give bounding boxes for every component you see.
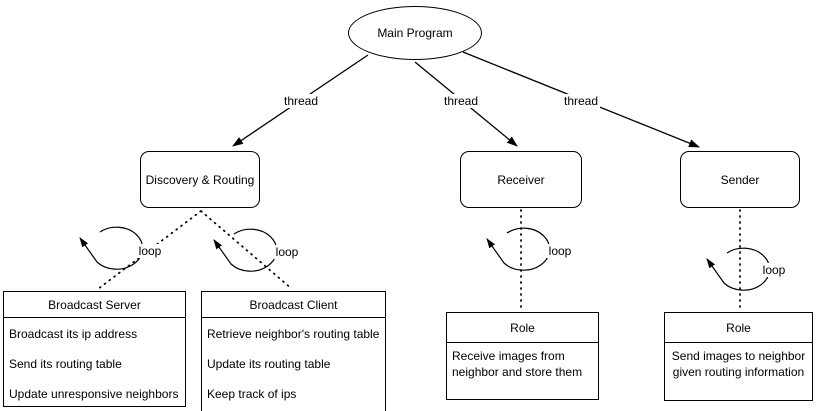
table-sender-role-body: Send images to neighbor given routing in…: [671, 349, 806, 379]
table-broadcast-server: Broadcast Server Broadcast its ip addres…: [3, 291, 186, 407]
edge-label-loop-3: loop: [546, 244, 574, 258]
table-receiver-role-body: Receive images from neighbor and store t…: [452, 349, 583, 379]
table-broadcast-client-items: Retrieve neighbor's routing table Update…: [202, 318, 385, 409]
table-item: Broadcast its ip address: [9, 327, 138, 341]
edge-label-loop-4: loop: [760, 263, 788, 277]
node-sender-label: Sender: [720, 172, 760, 187]
dotted-edge-broadcast-server: [97, 210, 202, 290]
table-broadcast-server-items: Broadcast its ip address Send its routin…: [4, 318, 185, 406]
table-sender-role-title: Role: [665, 313, 812, 343]
table-broadcast-server-title: Broadcast Server: [4, 292, 185, 318]
node-main-program: Main Program: [348, 6, 482, 60]
table-item: Keep track of ips: [207, 387, 297, 401]
table-broadcast-client: Broadcast Client Retrieve neighbor's rou…: [201, 291, 386, 411]
table-item: Update its routing table: [207, 357, 331, 371]
edge-label-loop-1: loop: [136, 244, 164, 258]
table-receiver-role: Role Receive images from neighbor and st…: [446, 312, 599, 400]
node-receiver: Receiver: [460, 151, 582, 208]
node-discovery-routing: Discovery & Routing: [140, 151, 260, 208]
node-sender: Sender: [680, 151, 800, 208]
table-item: Send its routing table: [9, 357, 122, 371]
edge-label-loop-2: loop: [273, 245, 301, 259]
loop-arrow-2: [213, 228, 278, 272]
edge-label-thread-1: thread: [281, 94, 321, 108]
edge-label-thread-2: thread: [441, 94, 481, 108]
node-discovery-routing-label: Discovery & Routing: [145, 172, 255, 187]
loop-arrow-3: [486, 227, 551, 271]
node-main-program-label: Main Program: [377, 26, 453, 40]
edge-label-thread-3: thread: [561, 94, 601, 108]
node-receiver-label: Receiver: [497, 172, 545, 187]
dotted-edge-broadcast-client: [200, 210, 293, 290]
table-sender-role: Role Send images to neighbor given routi…: [664, 312, 813, 401]
table-item: Update unresponsive neighbors: [9, 387, 179, 401]
table-broadcast-client-title: Broadcast Client: [202, 292, 385, 318]
table-item: Retrieve neighbor's routing table: [207, 327, 380, 341]
table-receiver-role-title: Role: [447, 313, 598, 343]
